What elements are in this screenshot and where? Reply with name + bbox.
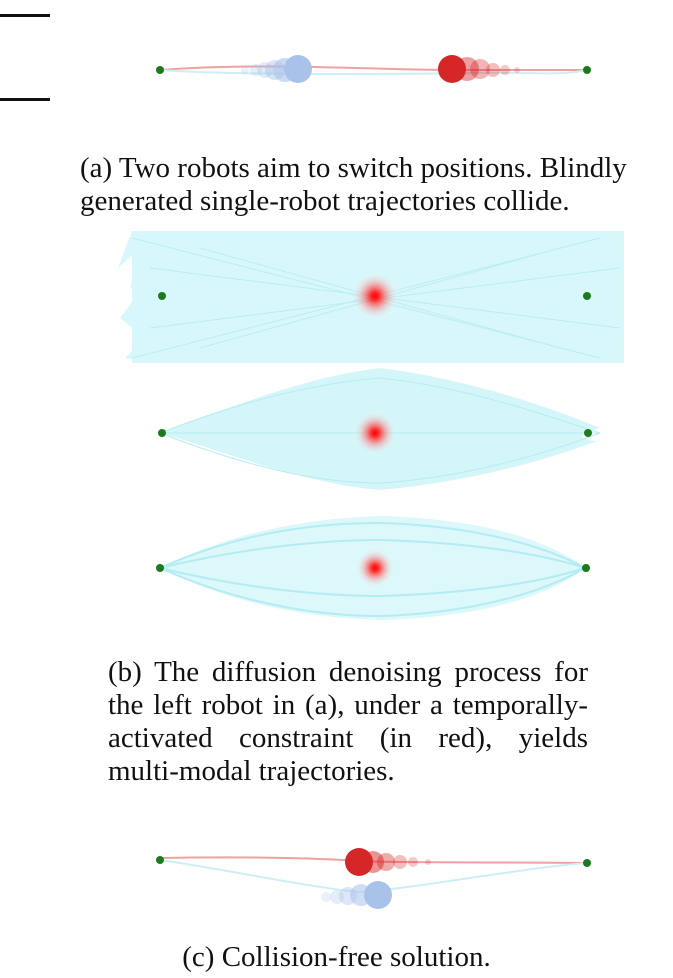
constraint-region-2 bbox=[353, 411, 397, 455]
start-point-1 bbox=[158, 292, 166, 300]
figure-panel-b bbox=[0, 228, 673, 628]
panel-b-svg bbox=[118, 231, 624, 620]
top-rule-upper bbox=[0, 14, 50, 17]
caption-b: (b) The diffusion denoising process for … bbox=[108, 656, 588, 787]
caption-a: (a) Two robots aim to switch positions. … bbox=[80, 152, 627, 217]
top-rule-lower bbox=[0, 98, 50, 101]
start-point bbox=[156, 66, 164, 74]
right-robot bbox=[438, 55, 466, 83]
goal-point-1 bbox=[583, 292, 591, 300]
goal-point-3 bbox=[582, 564, 590, 572]
goal-point bbox=[583, 66, 591, 74]
left-robot-trajectory bbox=[159, 69, 588, 76]
panel-a-svg bbox=[156, 55, 591, 83]
figure-panel-a bbox=[0, 40, 673, 100]
panel-c-svg bbox=[156, 848, 591, 909]
start-point bbox=[156, 856, 164, 864]
goal-point bbox=[583, 859, 591, 867]
start-point-2 bbox=[158, 429, 166, 437]
left-robot bbox=[364, 881, 392, 909]
right-robot bbox=[345, 848, 373, 876]
goal-point-2 bbox=[584, 429, 592, 437]
figure-panel-c bbox=[0, 836, 673, 916]
constraint-region-1 bbox=[351, 272, 399, 320]
left-robot bbox=[284, 55, 312, 83]
constraint-region-3 bbox=[355, 548, 395, 588]
caption-c: (c) Collision-free solution. bbox=[182, 941, 491, 973]
right-robot-trajectory bbox=[159, 65, 587, 71]
start-point-3 bbox=[156, 564, 164, 572]
